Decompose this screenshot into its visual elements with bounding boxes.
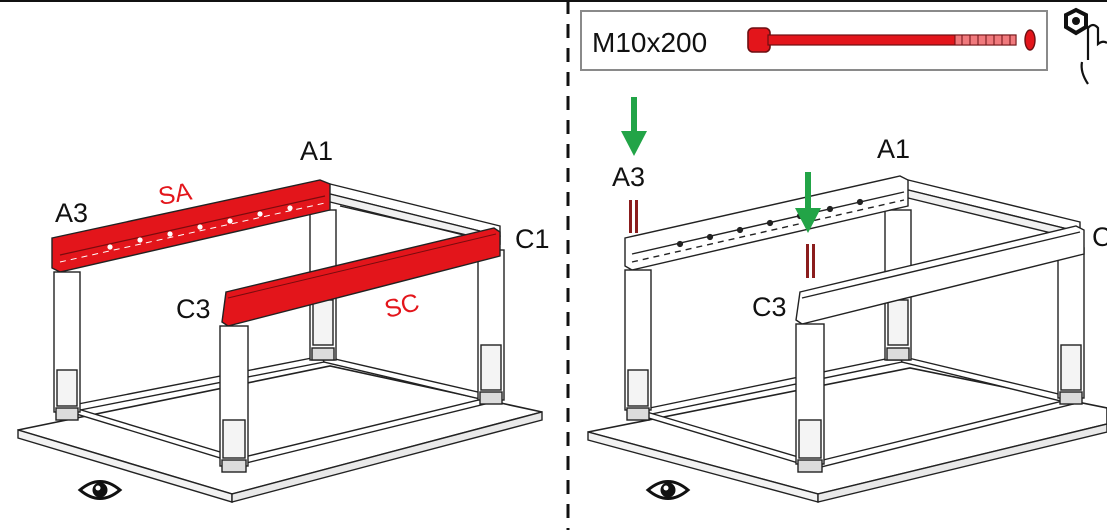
part-label-sa: SA [156,177,194,210]
label-a1: A1 [300,136,333,166]
eye-icon [645,480,691,500]
beam-sc-right [795,225,1085,325]
leg-c3 [219,325,249,473]
label-a1-right: A1 [877,134,910,164]
beam-sa-right [624,175,909,271]
bolt-marker-c3 [806,244,815,278]
part-label-sc: SC [382,288,422,324]
rail-a1-c1-right [899,177,1081,241]
label-a3-right: A3 [612,162,645,192]
label-a3: A3 [55,198,88,228]
label-c3-right: C3 [752,292,787,322]
leg-c3-right [795,323,825,473]
hand-tighten-icon [1064,7,1107,85]
leg-c1-right [1057,247,1085,405]
beam-sc [221,227,501,327]
label-c1: C1 [515,224,550,254]
leg-a3 [53,271,81,421]
leg-c1 [477,249,505,405]
label-c3: C3 [176,294,211,324]
left-step-panel: A1 A3 C1 C3 SA SC [17,136,550,503]
eye-icon [77,480,123,500]
base-plate-right [587,367,1107,503]
bolt-marker-a3 [629,200,638,233]
bolt-icon [747,27,1036,53]
arrow-down-a3-icon [621,97,647,156]
bolt-callout: M10x200 [580,10,1048,71]
right-step-panel: M10x200 [580,7,1107,503]
arrow-down-c3-icon [795,172,821,233]
base-plate [17,365,543,503]
bolt-callout-text: M10x200 [592,27,707,58]
leg-a3-right [624,269,652,421]
label-c1-right: C [1092,222,1107,252]
beam-sa [51,179,331,273]
